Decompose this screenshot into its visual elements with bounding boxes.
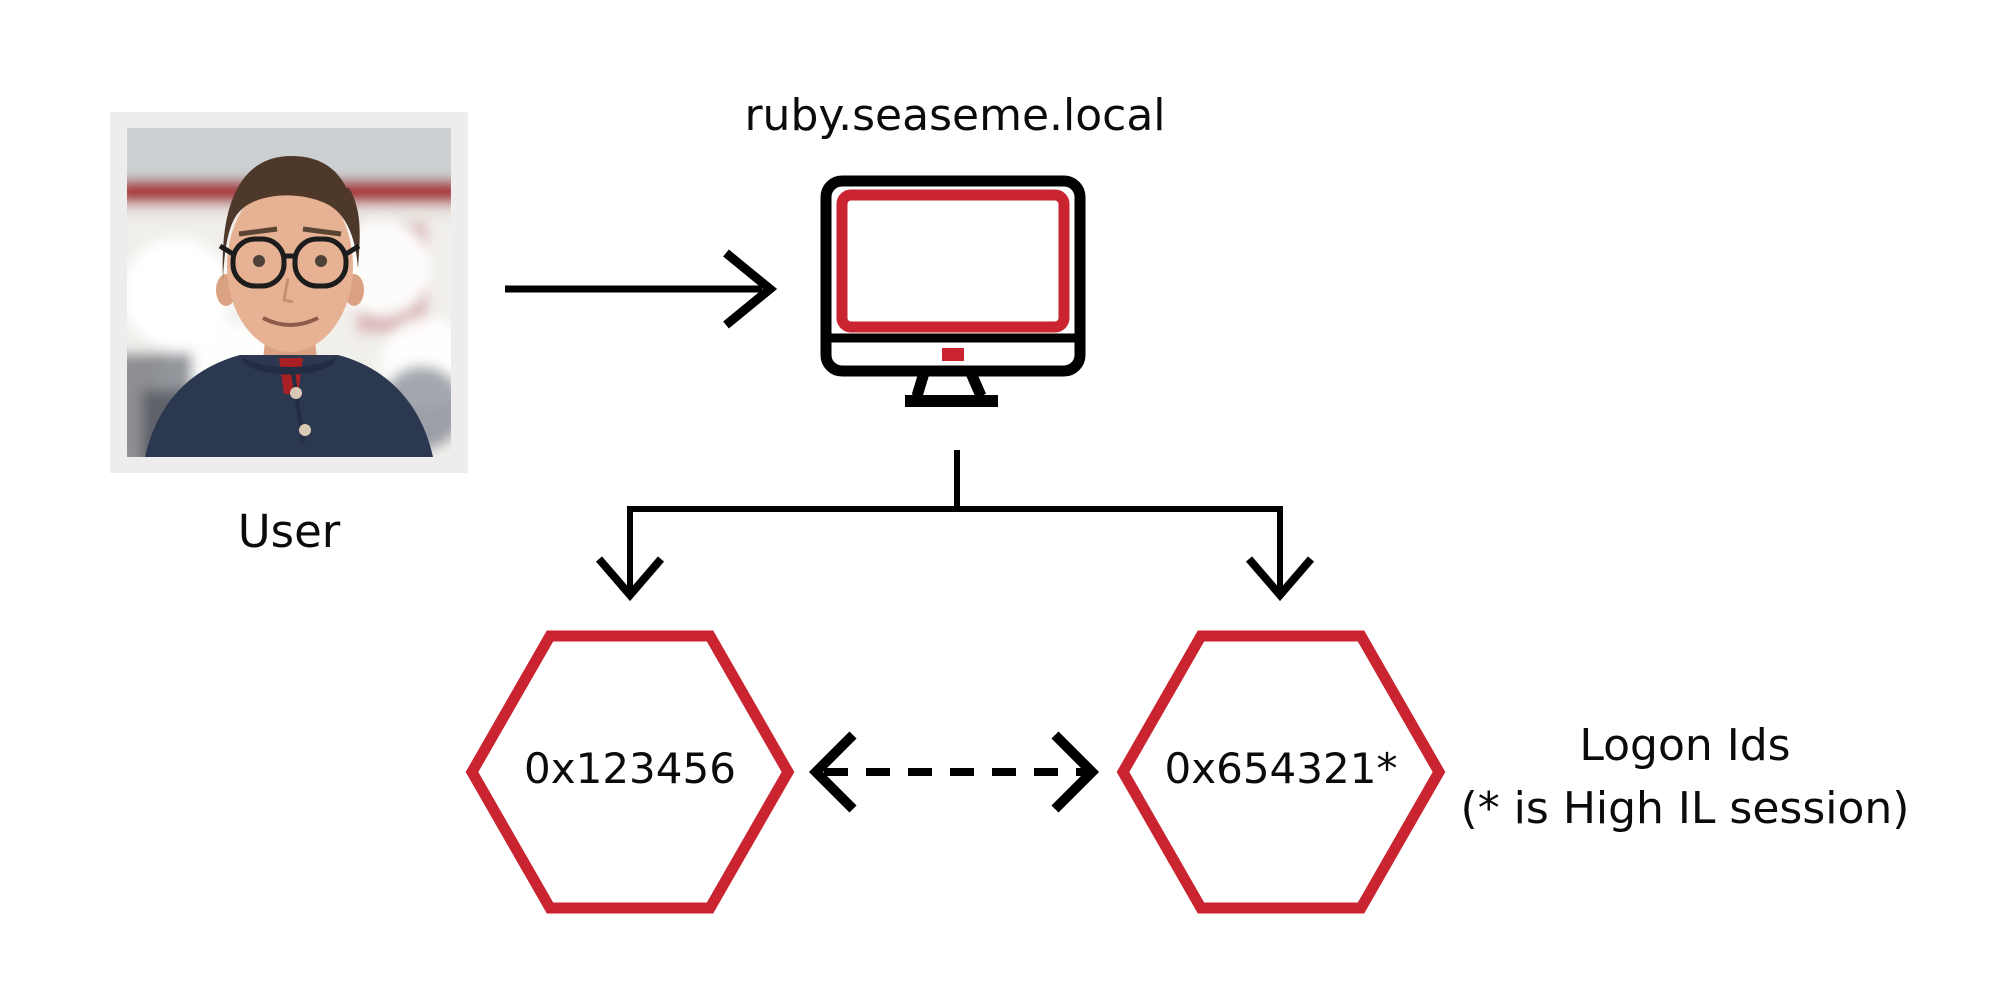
hexagon-right-label: 0x654321* — [1164, 744, 1398, 793]
session-link-arrow — [808, 731, 1100, 813]
user-photo-frame — [110, 112, 468, 473]
desktop-monitor-icon — [820, 175, 1086, 407]
down-arrowhead-right — [1245, 556, 1315, 602]
user-portrait-illustration — [127, 128, 451, 457]
user-to-host-arrow — [505, 249, 778, 329]
user-label: User — [237, 505, 341, 558]
logon-ids-note-line1: Logon Ids — [1579, 720, 1791, 771]
down-arrowhead-left — [595, 556, 665, 602]
host-label: ruby.seaseme.local — [744, 90, 1166, 141]
host-monitor — [820, 175, 1086, 411]
logon-ids-note-line2: (* is High IL session) — [1460, 783, 1910, 834]
branch-connector — [595, 506, 1315, 602]
hexagon-right — [1116, 630, 1446, 914]
user-photo — [127, 128, 451, 457]
hexagon-left-label: 0x123456 — [524, 744, 736, 793]
glasses — [218, 236, 361, 289]
person — [145, 156, 433, 457]
hexagon-left — [465, 630, 795, 914]
logon-ids-note: Logon Ids (* is High IL session) — [1435, 714, 1935, 840]
